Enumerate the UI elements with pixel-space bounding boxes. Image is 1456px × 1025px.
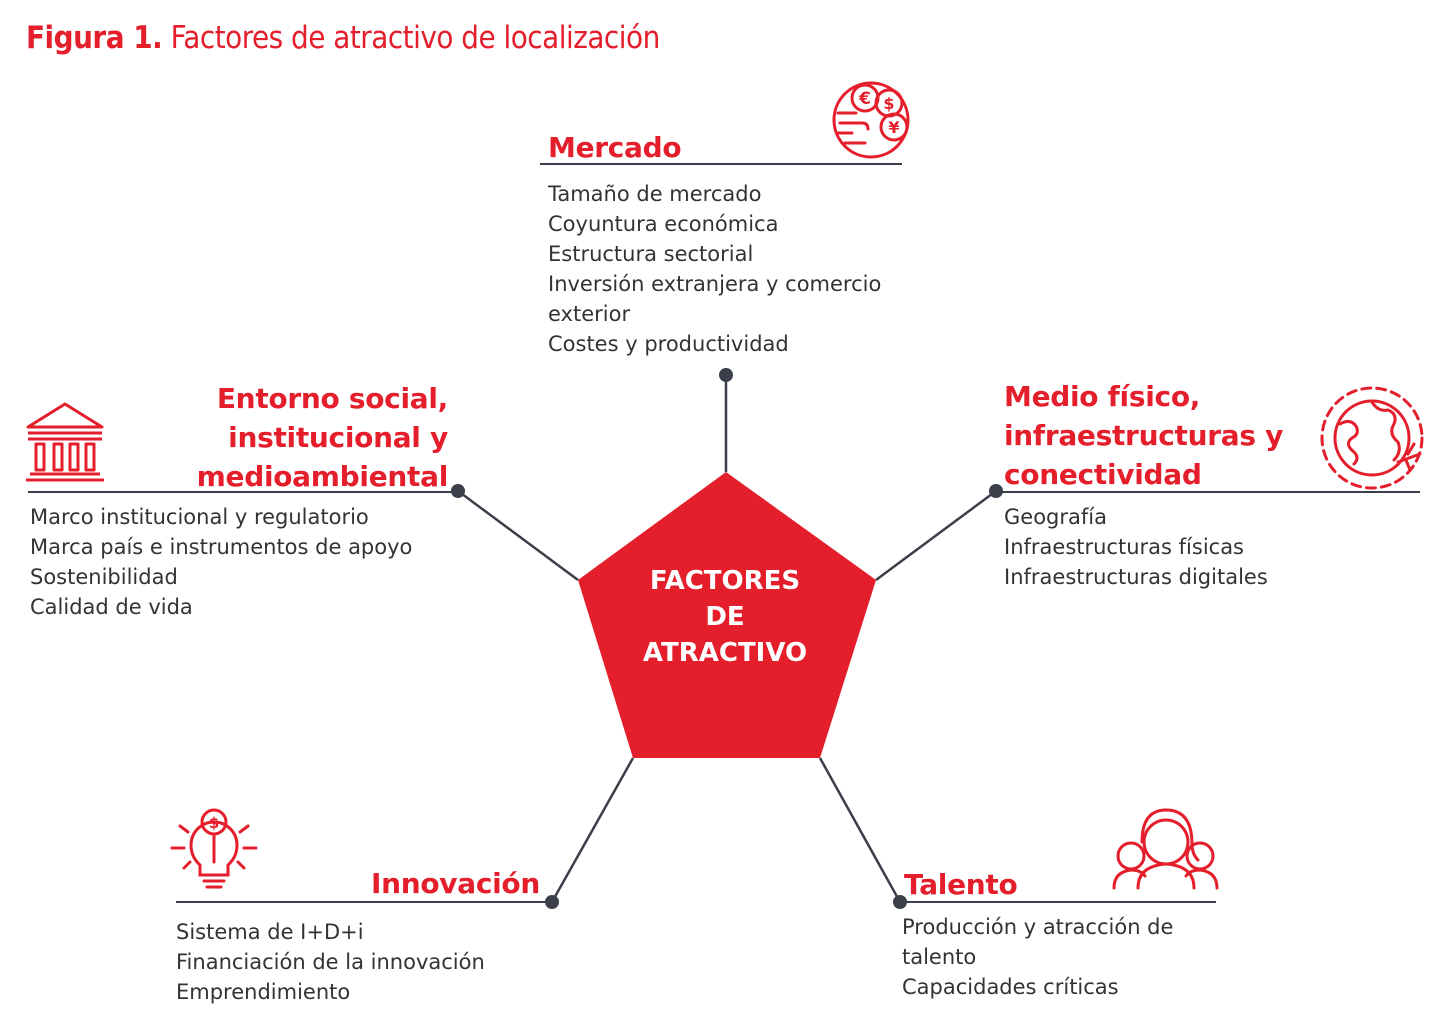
list-item: Emprendimiento bbox=[176, 980, 351, 1004]
connector-dot-mercado bbox=[719, 368, 733, 382]
entorno-rule bbox=[28, 491, 458, 493]
people-group-icon bbox=[1112, 808, 1219, 890]
mercado-title: Mercado bbox=[548, 131, 682, 164]
innovacion-list: Sistema de I+D+i Financiación de la inno… bbox=[176, 917, 546, 1007]
connector-talento bbox=[818, 757, 902, 903]
connector-dot-innovacion bbox=[545, 895, 559, 909]
svg-text:$: $ bbox=[209, 814, 219, 832]
medio-title: Medio físico, infraestructuras y conecti… bbox=[1004, 380, 1284, 491]
currency-coins-icon: € $ ¥ bbox=[832, 81, 910, 159]
svg-text:€: € bbox=[858, 89, 871, 109]
list-item: Capacidades críticas bbox=[902, 975, 1119, 999]
connector-medio bbox=[875, 489, 997, 582]
entorno-list: Marco institucional y regulatorio Marca … bbox=[30, 502, 450, 622]
list-item: Financiación de la innovación bbox=[176, 950, 485, 974]
list-item: Tamaño de mercado bbox=[548, 182, 762, 206]
figure-number: Figura 1. bbox=[26, 20, 163, 56]
mercado-list: Tamaño de mercado Coyuntura económica Es… bbox=[548, 179, 918, 359]
list-item: Marco institucional y regulatorio bbox=[30, 505, 369, 529]
list-item: Sistema de I+D+i bbox=[176, 920, 364, 944]
center-pentagon bbox=[578, 472, 876, 758]
institution-building-icon bbox=[26, 402, 104, 482]
connector-dot-entorno bbox=[451, 484, 465, 498]
list-item: Sostenibilidad bbox=[30, 565, 178, 589]
connector-innovacion bbox=[550, 757, 635, 903]
list-item: Inversión extranjera y comercio exterior bbox=[548, 272, 882, 326]
list-item: Estructura sectorial bbox=[548, 242, 754, 266]
innovacion-rule bbox=[176, 901, 552, 903]
entorno-title: Entorno social, institucional y medioamb… bbox=[196, 382, 449, 493]
list-item: Costes y productividad bbox=[548, 332, 789, 356]
medio-rule bbox=[996, 491, 1420, 493]
center-label: FACTORES DE ATRACTIVO bbox=[600, 563, 850, 671]
medio-list: Geografía Infraestructuras físicas Infra… bbox=[1004, 502, 1424, 592]
lightbulb-money-icon: $ bbox=[170, 808, 258, 889]
list-item: Producción y atracción de talento bbox=[902, 915, 1174, 969]
figure-title: Figura 1. Factores de atractivo de local… bbox=[26, 20, 660, 56]
svg-text:$: $ bbox=[883, 94, 894, 113]
talento-rule bbox=[900, 901, 1216, 903]
svg-text:¥: ¥ bbox=[888, 118, 899, 137]
talento-list: Producción y atracción de talento Capaci… bbox=[902, 912, 1222, 1002]
list-item: Geografía bbox=[1004, 505, 1107, 529]
globe-airplane-icon bbox=[1320, 386, 1424, 490]
list-item: Infraestructuras físicas bbox=[1004, 535, 1245, 559]
innovacion-title: Innovación bbox=[370, 867, 540, 900]
list-item: Coyuntura económica bbox=[548, 212, 779, 236]
center-label-line-3: ATRACTIVO bbox=[642, 638, 808, 668]
talento-title: Talento bbox=[904, 868, 1018, 901]
mercado-rule bbox=[540, 163, 902, 165]
connector-entorno bbox=[457, 489, 579, 582]
center-label-line-1: FACTORES bbox=[649, 566, 801, 596]
center-label-line-2: DE bbox=[705, 602, 745, 632]
list-item: Marca país e instrumentos de apoyo bbox=[30, 535, 413, 559]
figure-title-text: Factores de atractivo de localización bbox=[170, 20, 661, 56]
list-item: Infraestructuras digitales bbox=[1004, 565, 1268, 589]
list-item: Calidad de vida bbox=[30, 595, 193, 619]
